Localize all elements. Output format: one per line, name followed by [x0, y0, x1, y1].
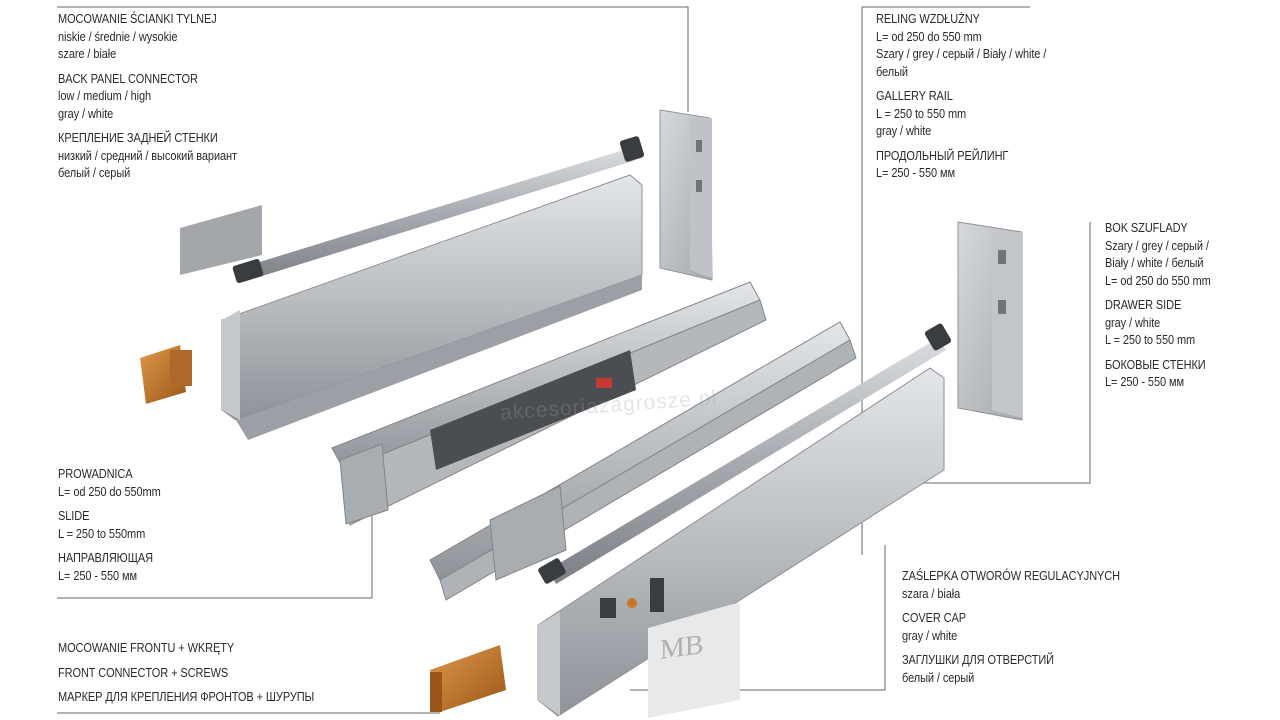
label-gallery-rail-en: GALLERY RAIL L = 250 to 550 mm gray / wh…: [876, 88, 1046, 141]
label-line: L= 250 - 550 мм: [1105, 375, 1184, 389]
label-line: L= od 250 do 550 mm: [876, 29, 982, 44]
label-line: БОКОВЫЕ СТЕНКИ: [1105, 357, 1206, 372]
label-front-connector-pl: MOCOWANIE FRONTU + WKRĘTY: [58, 640, 314, 658]
slide-lower: [429, 321, 857, 601]
label-front-connector-ru: МАРКЕР ДЛЯ КРЕПЛЕНИЯ ФРОНТОВ + ШУРУПЫ: [58, 689, 314, 707]
leader-drawer-side: [880, 222, 1091, 484]
label-line: ЗАГЛУШКИ ДЛЯ ОТВЕРСТИЙ: [902, 653, 1054, 667]
label-line: белый / серый: [58, 166, 131, 180]
label-line: L = 250 to 550 mm: [876, 106, 967, 121]
label-line: L= od 250 do 550 mm: [1105, 273, 1211, 288]
label-line: белый / серый: [902, 670, 975, 685]
label-back-panel-connector: MOCOWANIE ŚCIANKI TYLNEJ niskie / średni…: [58, 11, 237, 190]
label-line: low / medium / high: [58, 89, 152, 103]
label-back-panel-connector-pl: MOCOWANIE ŚCIANKI TYLNEJ niskie / średni…: [58, 11, 237, 64]
label-line: КРЕПЛЕНИЕ ЗАДНЕЙ СТЕНКИ: [58, 131, 218, 145]
label-cover-cap-ru: ЗАГЛУШКИ ДЛЯ ОТВЕРСТИЙ белый / серый: [902, 652, 1120, 687]
label-line: L= 250 - 550 мм: [876, 166, 955, 180]
gallery-rail-lower: [538, 323, 952, 584]
label-line: gray / white: [58, 106, 114, 121]
label-cover-cap-pl: ZAŚLEPKA OTWORÓW REGULACYJNYCH szara / b…: [902, 568, 1120, 603]
label-line: низкий / средний / высокий вариант: [58, 148, 237, 163]
label-line: gray / white: [876, 124, 932, 138]
label-line: COVER CAP: [902, 611, 967, 625]
label-line: Szary / grey / серый / Biały / white /: [876, 47, 1047, 61]
label-back-panel-connector-en: BACK PANEL CONNECTOR low / medium / high…: [58, 71, 237, 124]
label-line: MOCOWANIE ŚCIANKI TYLNEJ: [58, 12, 217, 26]
label-line: szare / białe: [58, 47, 117, 61]
label-drawer-side-ru: БОКОВЫЕ СТЕНКИ L= 250 - 550 мм: [1105, 357, 1211, 392]
label-line: L = 250 to 550mm: [58, 526, 146, 541]
label-line: L = 250 to 550 mm: [1105, 333, 1196, 347]
front-connector-lower: [430, 645, 506, 712]
label-drawer-side-pl: BOK SZUFLADY Szary / grey / серый / Biał…: [1105, 220, 1211, 290]
gallery-rail-upper: [232, 136, 645, 283]
label-line: L= 250 - 550 мм: [58, 568, 137, 583]
label-front-connector: MOCOWANIE FRONTU + WKRĘTY FRONT CONNECTO…: [58, 640, 314, 714]
label-front-connector-en: FRONT CONNECTOR + SCREWS: [58, 665, 314, 683]
label-gallery-rail: RELING WZDŁUŻNY L= od 250 do 550 mm Szar…: [876, 11, 1046, 190]
label-line: Biały / white / белый: [1105, 256, 1204, 270]
label-line: PROWADNICA: [58, 467, 133, 481]
label-line: FRONT CONNECTOR + SCREWS: [58, 665, 229, 680]
label-line: GALLERY RAIL: [876, 89, 953, 103]
label-cover-cap-en: COVER CAP gray / white: [902, 610, 1120, 645]
label-line: ПРОДОЛЬНЫЙ РЕЙЛИНГ: [876, 148, 1009, 163]
back-connector-upper: [659, 109, 713, 281]
label-slide-pl: PROWADNICA L= od 250 do 550mm: [58, 466, 161, 501]
label-back-panel-connector-ru: КРЕПЛЕНИЕ ЗАДНЕЙ СТЕНКИ низкий / средний…: [58, 130, 237, 183]
mb-logo: MB: [660, 628, 704, 667]
label-line: белый: [876, 64, 908, 79]
label-line: BACK PANEL CONNECTOR: [58, 71, 198, 86]
drawer-side-upper: [221, 174, 643, 440]
leader-slide: [57, 505, 373, 599]
label-slide-en: SLIDE L = 250 to 550mm: [58, 508, 161, 543]
cover-cap-panel: [648, 602, 740, 718]
label-line: SLIDE: [58, 509, 90, 523]
label-gallery-rail-ru: ПРОДОЛЬНЫЙ РЕЙЛИНГ L= 250 - 550 мм: [876, 148, 1046, 183]
back-panel-plate: [180, 205, 262, 275]
label-gallery-rail-pl: RELING WZDŁUŻNY L= od 250 do 550 mm Szar…: [876, 11, 1046, 81]
back-connector-lower: [957, 221, 1023, 421]
label-line: BOK SZUFLADY: [1105, 221, 1188, 235]
label-line: L= od 250 do 550mm: [58, 484, 161, 499]
slide-upper: [331, 281, 767, 526]
label-slide: PROWADNICA L= od 250 do 550mm SLIDE L = …: [58, 466, 161, 592]
label-line: МАРКЕР ДЛЯ КРЕПЛЕНИЯ ФРОНТОВ + ШУРУПЫ: [58, 690, 315, 704]
label-line: szara / biała: [902, 586, 961, 601]
drawer-side-lower: [537, 367, 945, 717]
label-line: DRAWER SIDE: [1105, 298, 1182, 312]
label-line: gray / white: [1105, 315, 1161, 330]
leader-gallery-rail: [861, 6, 1030, 555]
label-slide-ru: НАПРАВЛЯЮЩАЯ L= 250 - 550 мм: [58, 550, 161, 585]
label-line: НАПРАВЛЯЮЩАЯ: [58, 551, 154, 565]
label-drawer-side: BOK SZUFLADY Szary / grey / серый / Biał…: [1105, 220, 1211, 399]
label-line: Szary / grey / серый /: [1105, 238, 1209, 253]
leader-lines: [57, 6, 1091, 714]
label-line: gray / white: [902, 628, 958, 643]
leader-back-panel: [57, 6, 689, 112]
label-cover-cap: ZAŚLEPKA OTWORÓW REGULACYJNYCH szara / b…: [902, 568, 1120, 694]
front-connector-upper: [140, 345, 192, 404]
label-line: niskie / średnie / wysokie: [58, 29, 178, 44]
label-line: ZAŚLEPKA OTWORÓW REGULACYJNYCH: [902, 569, 1121, 583]
label-line: RELING WZDŁUŻNY: [876, 12, 980, 26]
label-drawer-side-en: DRAWER SIDE gray / white L = 250 to 550 …: [1105, 297, 1211, 350]
label-line: MOCOWANIE FRONTU + WKRĘTY: [58, 641, 235, 655]
